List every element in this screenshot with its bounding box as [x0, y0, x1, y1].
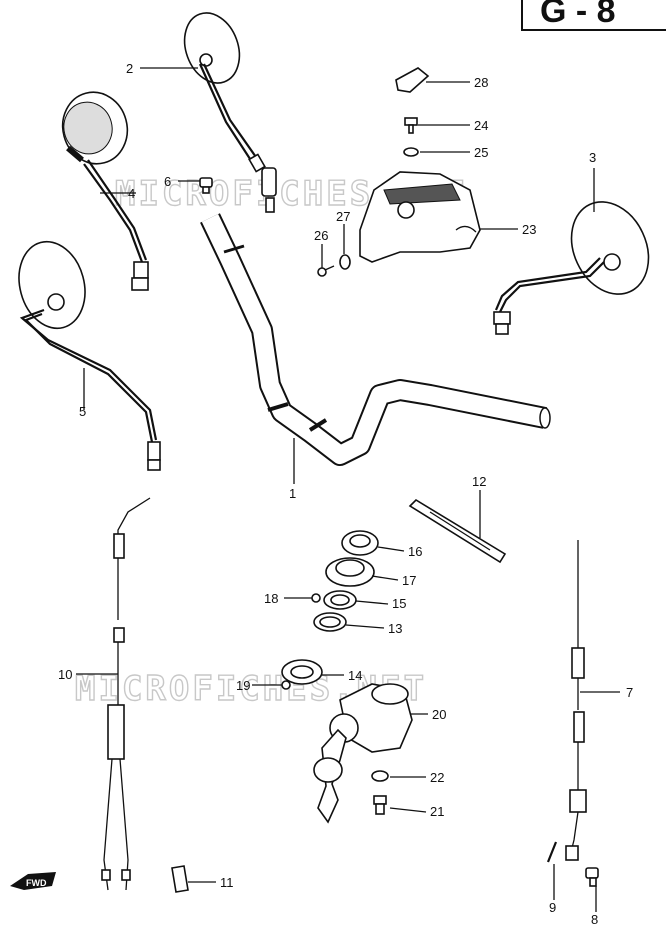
- callout-22: 22: [430, 770, 444, 785]
- callout-15: 15: [392, 596, 406, 611]
- callout-20: 20: [432, 707, 446, 722]
- callout-12: 12: [472, 474, 486, 489]
- fwd-arrow: FWD: [10, 872, 56, 890]
- bolt-8: [585, 867, 599, 887]
- pin-9: [546, 841, 558, 863]
- callout-28: 28: [474, 75, 488, 90]
- section-tag-text: G - 8: [540, 0, 616, 30]
- washer-22: [371, 770, 389, 782]
- ignition-seal-13: [313, 612, 347, 632]
- ignition-ring-17: [325, 557, 375, 587]
- section-tag: G - 8: [521, 0, 666, 31]
- ball-19: [281, 680, 291, 690]
- switch-housing: [359, 171, 481, 263]
- callout-6: 6: [164, 174, 171, 189]
- callout-24: 24: [474, 118, 488, 133]
- fwd-label: FWD: [26, 878, 47, 888]
- callout-9: 9: [549, 900, 556, 915]
- washer-27: [339, 254, 351, 270]
- callout-18: 18: [264, 591, 278, 606]
- screw-26: [317, 265, 335, 277]
- callout-7: 7: [626, 685, 633, 700]
- ignition-cover-14: [281, 659, 323, 685]
- bolt-6: [199, 177, 213, 194]
- mirror-left-lower: [18, 240, 161, 471]
- callout-4: 4: [128, 186, 135, 201]
- ignition-washer-15: [323, 590, 357, 610]
- callout-14: 14: [348, 668, 362, 683]
- handlebar: [200, 213, 551, 466]
- rubber-cap: [395, 67, 430, 93]
- callout-10: 10: [58, 667, 72, 682]
- cable-end-11: [171, 865, 189, 893]
- mirror-right: [493, 201, 650, 335]
- ignition-nut-16: [341, 530, 379, 556]
- callout-21: 21: [430, 804, 444, 819]
- mirror-right-upper: [183, 12, 277, 213]
- callout-23: 23: [522, 222, 536, 237]
- callout-17: 17: [402, 573, 416, 588]
- callout-25: 25: [474, 145, 488, 160]
- callout-27: 27: [336, 209, 350, 224]
- callout-1: 1: [289, 486, 296, 501]
- callout-13: 13: [388, 621, 402, 636]
- callout-11: 11: [220, 875, 234, 890]
- washer-25: [403, 147, 419, 157]
- ball-18: [311, 593, 321, 603]
- callout-2: 2: [126, 61, 133, 76]
- callout-16: 16: [408, 544, 422, 559]
- screw-24: [404, 117, 418, 134]
- callout-26: 26: [314, 228, 328, 243]
- callout-3: 3: [589, 150, 596, 165]
- callout-5: 5: [79, 404, 86, 419]
- callout-19: 19: [236, 678, 250, 693]
- callout-labels: 1 2 3 4 5 6 7 8 9 10 11 12 13 14 15 16 1…: [58, 61, 633, 927]
- leader-lines: [76, 67, 620, 912]
- ignition-key: [313, 728, 347, 824]
- throttle-cable: [101, 497, 151, 891]
- mirror-left-upper: [61, 91, 149, 291]
- tool-strip: [408, 498, 507, 564]
- callout-8: 8: [591, 912, 598, 927]
- screw-21: [373, 795, 387, 815]
- clutch-cable: [565, 540, 587, 861]
